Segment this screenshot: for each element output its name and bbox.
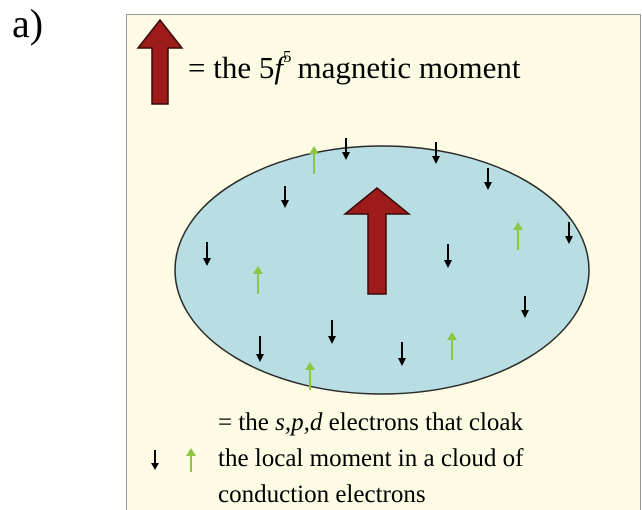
central-moment-arrow-icon [342, 187, 412, 295]
legend-electrons-line-2: the local moment in a cloud of [218, 445, 524, 472]
spin-down-arrow-icon [484, 168, 492, 190]
legend-electrons-line-3: conduction electrons [218, 481, 426, 508]
spin-up-arrow-icon [305, 362, 315, 390]
legend-spin-down-arrow-icon [151, 450, 159, 470]
spin-down-arrow-icon [328, 320, 336, 344]
spin-down-arrow-icon [521, 296, 529, 318]
spin-up-arrow-icon [513, 222, 523, 250]
legend-big-arrow-icon [136, 18, 184, 105]
panel-label: a) [12, 1, 44, 46]
spin-down-arrow-icon [203, 242, 211, 266]
spin-down-arrow-icon [342, 138, 350, 160]
legend-spin-up-arrow-icon [186, 448, 196, 472]
spin-down-arrow-icon [565, 222, 573, 244]
spin-down-arrow-icon [281, 186, 289, 208]
spin-down-arrow-icon [256, 336, 264, 362]
spin-up-arrow-icon [447, 332, 457, 360]
spin-down-arrow-icon [432, 142, 440, 164]
spin-up-arrow-icon [253, 266, 263, 294]
spin-down-arrow-icon [398, 342, 406, 366]
spin-down-arrow-icon [444, 244, 452, 268]
spin-up-arrow-icon [309, 146, 319, 174]
legend-electrons-line-1: = the s,p,d electrons that cloak [218, 409, 524, 436]
